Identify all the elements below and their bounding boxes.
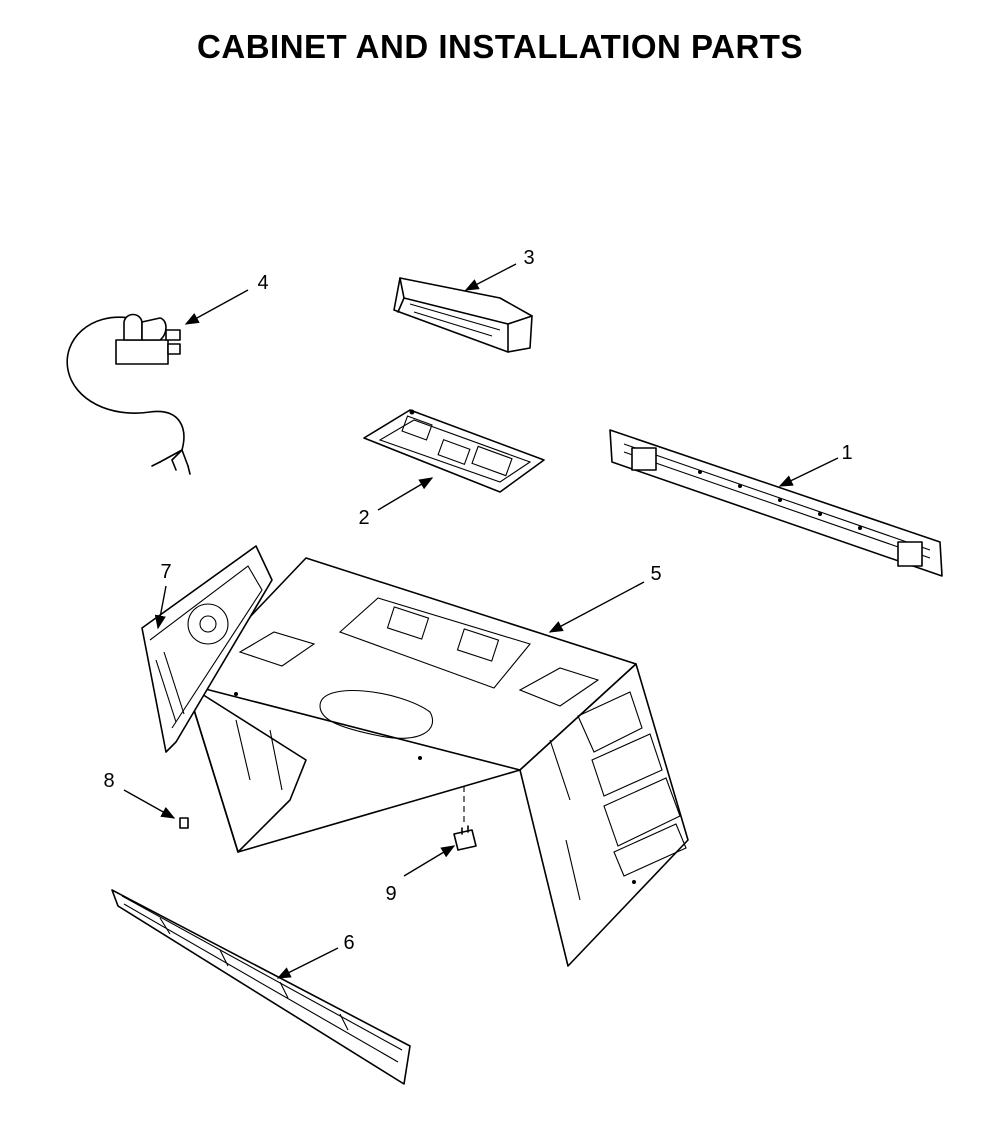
page-title: CABINET AND INSTALLATION PARTS bbox=[197, 28, 803, 65]
part-5-cabinet-wrapper[interactable] bbox=[185, 557, 689, 967]
callout-5: 5 bbox=[650, 563, 661, 585]
part-9-thermal-cutoff[interactable] bbox=[453, 786, 477, 851]
part-8-screw[interactable] bbox=[179, 817, 189, 829]
callout-leaders bbox=[123, 263, 839, 979]
part-2-bracket-plate[interactable] bbox=[363, 409, 545, 493]
part-3-vent-channel[interactable] bbox=[393, 277, 533, 353]
callout-7: 7 bbox=[160, 561, 171, 583]
callout-9: 9 bbox=[385, 883, 396, 905]
callout-4: 4 bbox=[257, 272, 268, 294]
part-1-mounting-rail[interactable] bbox=[609, 429, 943, 577]
callout-1: 1 bbox=[841, 442, 852, 464]
callout-6: 6 bbox=[343, 932, 354, 954]
part-4-power-cord[interactable] bbox=[66, 313, 191, 475]
part-6-front-trim[interactable] bbox=[111, 889, 411, 1085]
callout-3: 3 bbox=[523, 247, 534, 269]
callout-8: 8 bbox=[103, 770, 114, 792]
callout-2: 2 bbox=[358, 507, 369, 529]
part-7-vent-fan-assembly[interactable] bbox=[141, 545, 273, 753]
